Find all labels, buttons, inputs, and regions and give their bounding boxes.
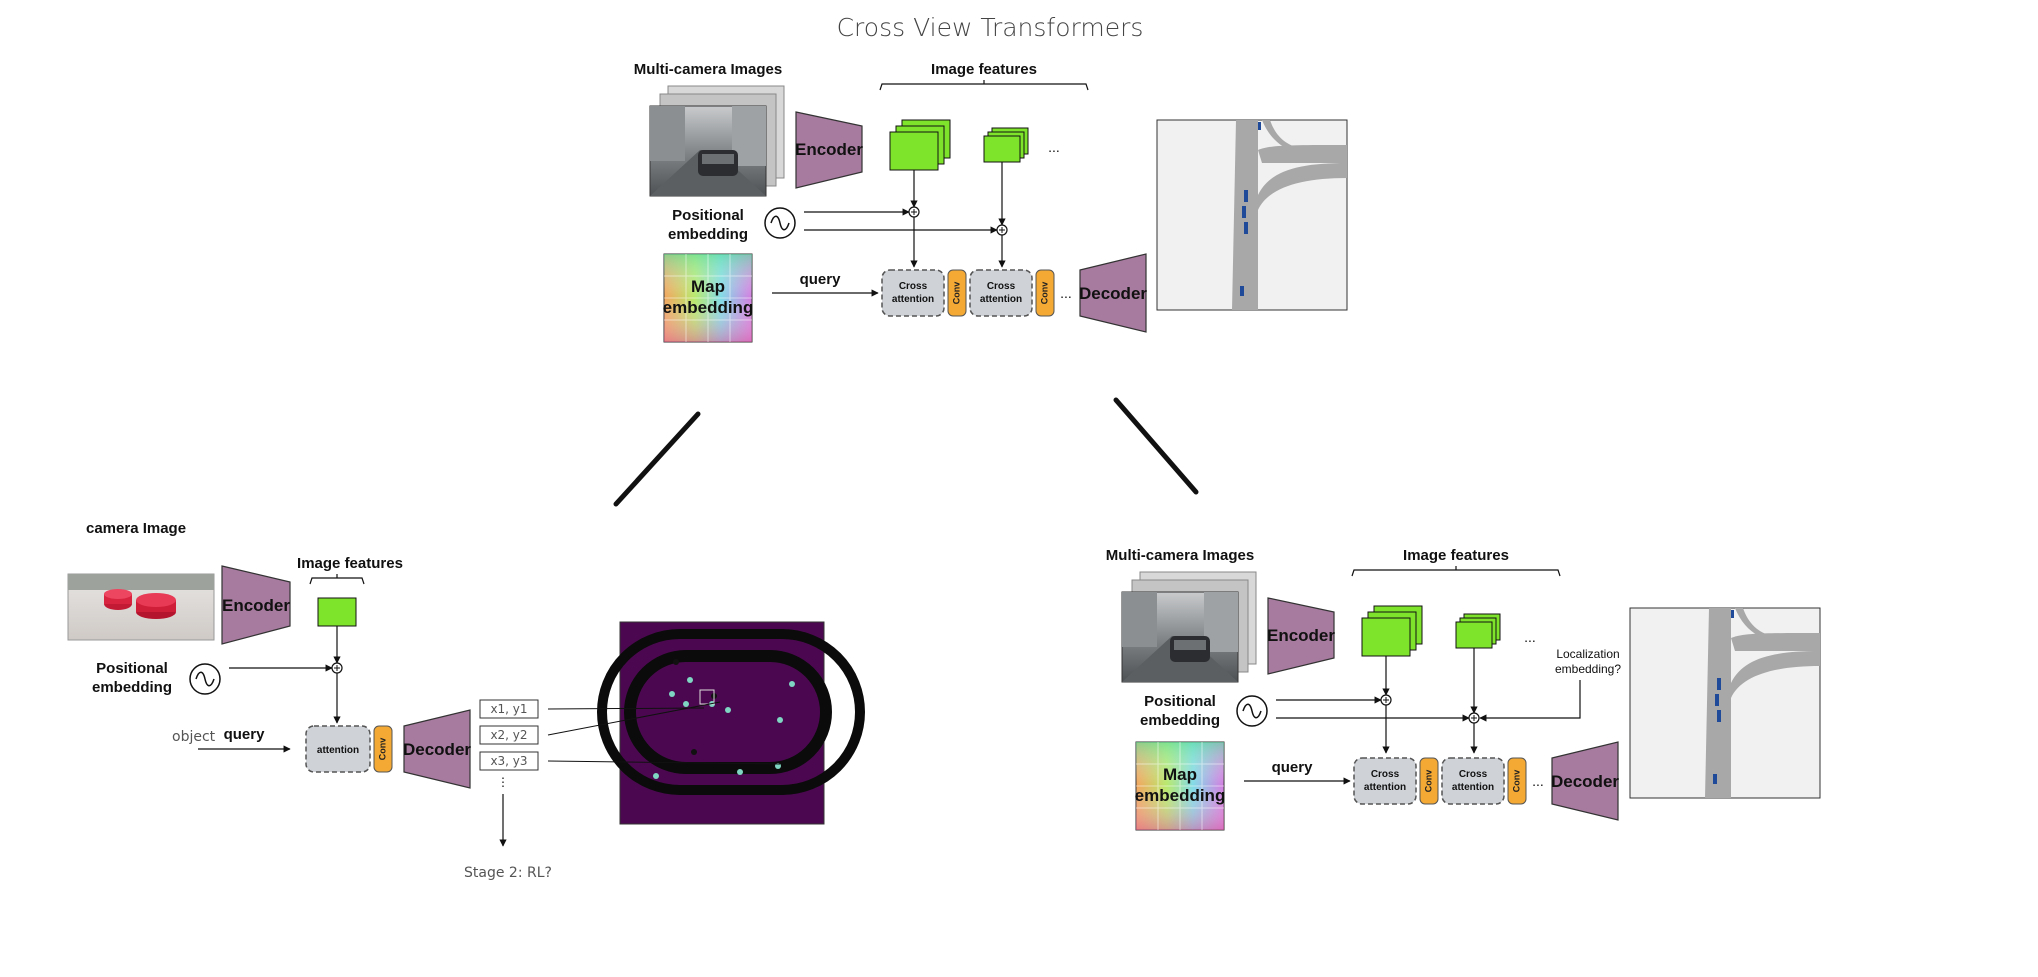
top-feature-stack-1 [889,119,951,171]
right-diagram: Multi-camera Images Image features Encod… [1106,547,1821,831]
left-attention-label: attention [317,745,359,756]
left-camera-image [67,573,215,641]
right-branch-stroke [1113,397,1199,495]
top-encoder-label: Encoder [795,140,863,159]
top-decoder-block [1079,253,1147,333]
top-cross-attention-2-line-1: Cross [987,281,1016,292]
left-track-image [597,621,865,825]
right-cross-attention-block-2 [1441,757,1505,805]
left-coord-1: x1, y1 [490,702,527,716]
left-diagram: camera Image Image features Encoder Posi… [67,520,865,881]
top-map-label-1: Map [691,277,725,296]
top-conv-block-1 [947,269,967,317]
top-conv-label-2: Conv [1039,282,1049,305]
right-bev-output [1629,607,1821,799]
right-cross-attention-1-line-2: attention [1364,782,1406,793]
right-cross-attention-block-1 [1353,757,1417,805]
right-cross-attention-2-line-1: Cross [1459,769,1488,780]
right-multi-camera-label: Multi-camera Images [1106,547,1254,564]
top-multi-camera-label: Multi-camera Images [634,61,782,78]
top-camera-images [649,85,785,197]
left-decoder-block [403,709,471,789]
right-map-label-1: Map [1163,765,1197,784]
left-stage2-label: Stage 2: RL? [464,865,552,881]
right-feature-stack-1 [1361,605,1423,657]
top-attention-ellipsis: ... [1060,285,1072,301]
left-conv-label: Conv [377,738,387,761]
left-coord-box-2 [479,725,539,745]
right-attention-ellipsis: ... [1532,773,1544,789]
right-positional-label-1: Positional [1144,693,1216,710]
right-query-label: query [1272,759,1314,776]
right-encoder-label: Encoder [1267,626,1335,645]
left-conv-block [373,725,393,773]
left-coords-vdots: ⋮ [497,775,509,789]
right-features-ellipsis: ... [1524,629,1536,645]
page-title: Cross View Transformers [837,13,1144,42]
top-cross-attention-1-line-2: attention [892,294,934,305]
top-cross-attention-block-1 [881,269,945,317]
top-positional-label-2: embedding [668,226,748,243]
top-diagram: Multi-camera Images Image features Encod… [634,61,1348,343]
top-map-embedding [663,253,753,343]
top-map-label-2: embedding [663,298,754,317]
right-localization-label-1: Localization [1556,647,1619,661]
right-map-label-2: embedding [1135,786,1226,805]
right-camera-images [1121,571,1257,683]
right-feature-stack-2 [1455,613,1501,649]
left-object-label: object [172,729,216,745]
top-query-label: query [800,271,842,288]
left-coord-2: x2, y2 [490,728,527,742]
left-coord-box-1 [479,699,539,719]
top-feature-stack-2 [983,127,1029,163]
right-conv-block-1 [1419,757,1439,805]
top-features-brace [879,80,1089,91]
right-conv-label-1: Conv [1423,770,1433,793]
left-coord-box-3 [479,751,539,771]
top-cross-attention-1-line-1: Cross [899,281,928,292]
left-decoder-label: Decoder [403,740,471,759]
right-encoder-block [1267,597,1335,675]
right-decoder-label: Decoder [1551,772,1619,791]
right-conv-label-2: Conv [1511,770,1521,793]
right-conv-block-2 [1507,757,1527,805]
top-decoder-label: Decoder [1079,284,1147,303]
top-image-features-label: Image features [931,61,1037,78]
right-image-features-label: Image features [1403,547,1509,564]
right-cross-attention-2-line-2: attention [1452,782,1494,793]
top-positional-label-1: Positional [672,207,744,224]
top-bev-output [1156,119,1348,311]
right-localization-label-2: embedding? [1555,662,1621,676]
top-conv-label-1: Conv [951,282,961,305]
right-positional-label-2: embedding [1140,712,1220,729]
left-positional-label-2: embedding [92,679,172,696]
left-query-label: query [224,726,266,743]
right-cross-attention-1-line-1: Cross [1371,769,1400,780]
left-branch-stroke [613,411,701,507]
right-map-embedding [1135,741,1225,831]
left-feature-map [317,597,357,627]
left-encoder-block [221,565,291,645]
left-positional-label-1: Positional [96,660,168,677]
left-camera-label: camera Image [86,520,186,537]
top-features-ellipsis: ... [1048,139,1060,155]
top-cross-attention-2-line-2: attention [980,294,1022,305]
left-attention-block [305,725,371,773]
top-conv-block-2 [1035,269,1055,317]
top-encoder-block [795,111,863,189]
left-coord-3: x3, y3 [490,754,527,768]
right-decoder-block [1551,741,1619,821]
left-image-features-label: Image features [297,555,403,572]
top-cross-attention-block-2 [969,269,1033,317]
left-encoder-label: Encoder [222,596,290,615]
